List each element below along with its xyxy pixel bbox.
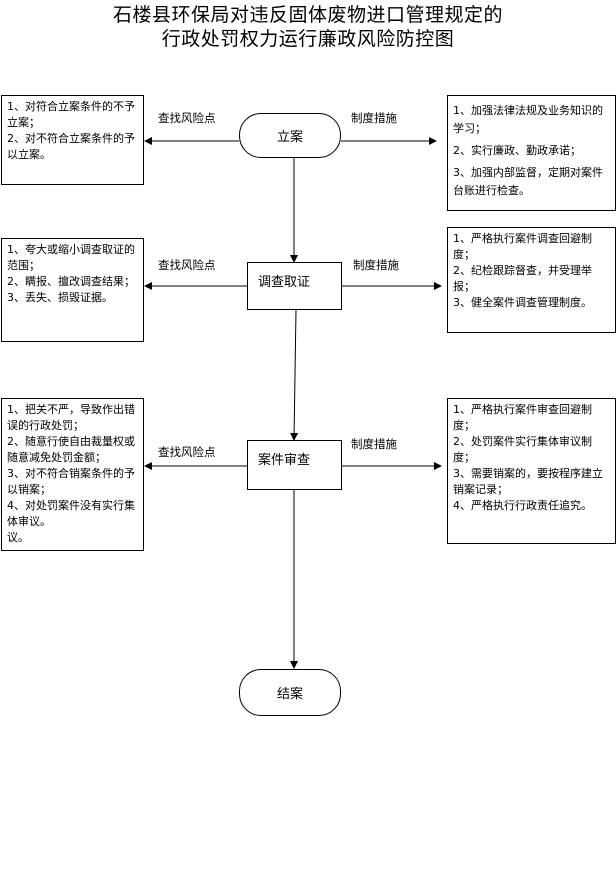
node-jiean-label: 结案 bbox=[276, 687, 303, 702]
measure-box-lian: 1、加强法律法规及业务知识的学习； 2、实行廉政、勤政承诺； 3、加强内部监督，… bbox=[447, 95, 616, 211]
measure-item: 4、严格执行行政责任追究。 bbox=[453, 499, 592, 512]
risk-item: 2、对不符合立案条件的予以立案。 bbox=[7, 132, 135, 161]
measure-item: 1、加强法律法规及业务知识的学习； bbox=[453, 104, 603, 135]
measure-item: 1、严格执行案件审查回避制度； bbox=[453, 403, 592, 432]
node-lian: 立案 bbox=[239, 113, 341, 158]
risk-item: 3、对不符合销案条件的予以销案； bbox=[7, 467, 135, 496]
measure-box-shencha: 1、严格执行案件审查回避制度； 2、处罚案件实行集体审议制度； 3、需要销案的，… bbox=[447, 398, 616, 544]
diagram-title-line2: 行政处罚权力运行廉政风险防控图 bbox=[161, 28, 455, 50]
measure-item: 3、加强内部监督，定期对案件台账进行检查。 bbox=[453, 166, 603, 197]
risk-label-diaocha: 查找风险点 bbox=[158, 258, 216, 272]
risk-box-lian: 1、对符合立案条件的不予立案； 2、对不符合立案条件的予以立案。 bbox=[1, 95, 144, 185]
risk-box-diaocha: 1、夸大或缩小调查取证的范围； 2、瞒报、擅改调查结果； 3、丢失、损毁证据。 bbox=[1, 238, 144, 342]
measure-item: 2、处罚案件实行集体审议制度； bbox=[453, 435, 592, 464]
measure-label-shencha: 制度措施 bbox=[351, 437, 397, 451]
measure-box-diaocha: 1、严格执行案件调查回避制度； 2、纪检跟踪督查，并受理举报； 3、健全案件调查… bbox=[447, 227, 616, 333]
measure-item: 3、需要销案的，要按程序建立销案记录； bbox=[453, 467, 603, 496]
node-diaocha: 调查取证 bbox=[247, 262, 342, 310]
node-lian-label: 立案 bbox=[276, 130, 303, 145]
node-diaocha-label: 调查取证 bbox=[258, 275, 311, 290]
risk-item: 1、对符合立案条件的不予立案； bbox=[7, 100, 135, 129]
risk-item: 议。 bbox=[7, 531, 29, 544]
measure-label-diaocha: 制度措施 bbox=[353, 258, 399, 272]
risk-item: 1、夸大或缩小调查取证的范围； bbox=[7, 243, 135, 272]
measure-label-lian: 制度措施 bbox=[351, 111, 397, 125]
node-jiean: 结案 bbox=[239, 669, 341, 716]
risk-item: 1、把关不严，导致作出错误的行政处罚； bbox=[7, 403, 135, 432]
node-shencha-label: 案件审查 bbox=[258, 453, 311, 468]
risk-item: 3、丢失、损毁证据。 bbox=[7, 291, 113, 304]
risk-item: 2、随意行使自由裁量权或随意减免处罚金额； bbox=[7, 435, 135, 464]
risk-box-shencha: 1、把关不严，导致作出错误的行政处罚； 2、随意行使自由裁量权或随意减免处罚金额… bbox=[1, 398, 144, 551]
measure-item: 2、实行廉政、勤政承诺； bbox=[453, 144, 581, 157]
measure-item: 3、健全案件调查管理制度。 bbox=[453, 296, 592, 309]
risk-label-shencha: 查找风险点 bbox=[158, 445, 216, 459]
node-shencha: 案件审查 bbox=[247, 440, 342, 490]
measure-item: 1、严格执行案件调查回避制度； bbox=[453, 232, 592, 261]
risk-item: 4、对处罚案件没有实行集体审议。 bbox=[7, 499, 135, 528]
risk-item: 2、瞒报、擅改调查结果； bbox=[7, 275, 135, 288]
risk-label-lian: 查找风险点 bbox=[158, 111, 216, 125]
diagram-title-line1: 石楼县环保局对违反固体废物进口管理规定的 bbox=[112, 4, 503, 26]
measure-item: 2、纪检跟踪督查，并受理举报； bbox=[453, 264, 592, 293]
arrow-diaocha-to-shencha bbox=[290, 309, 299, 441]
